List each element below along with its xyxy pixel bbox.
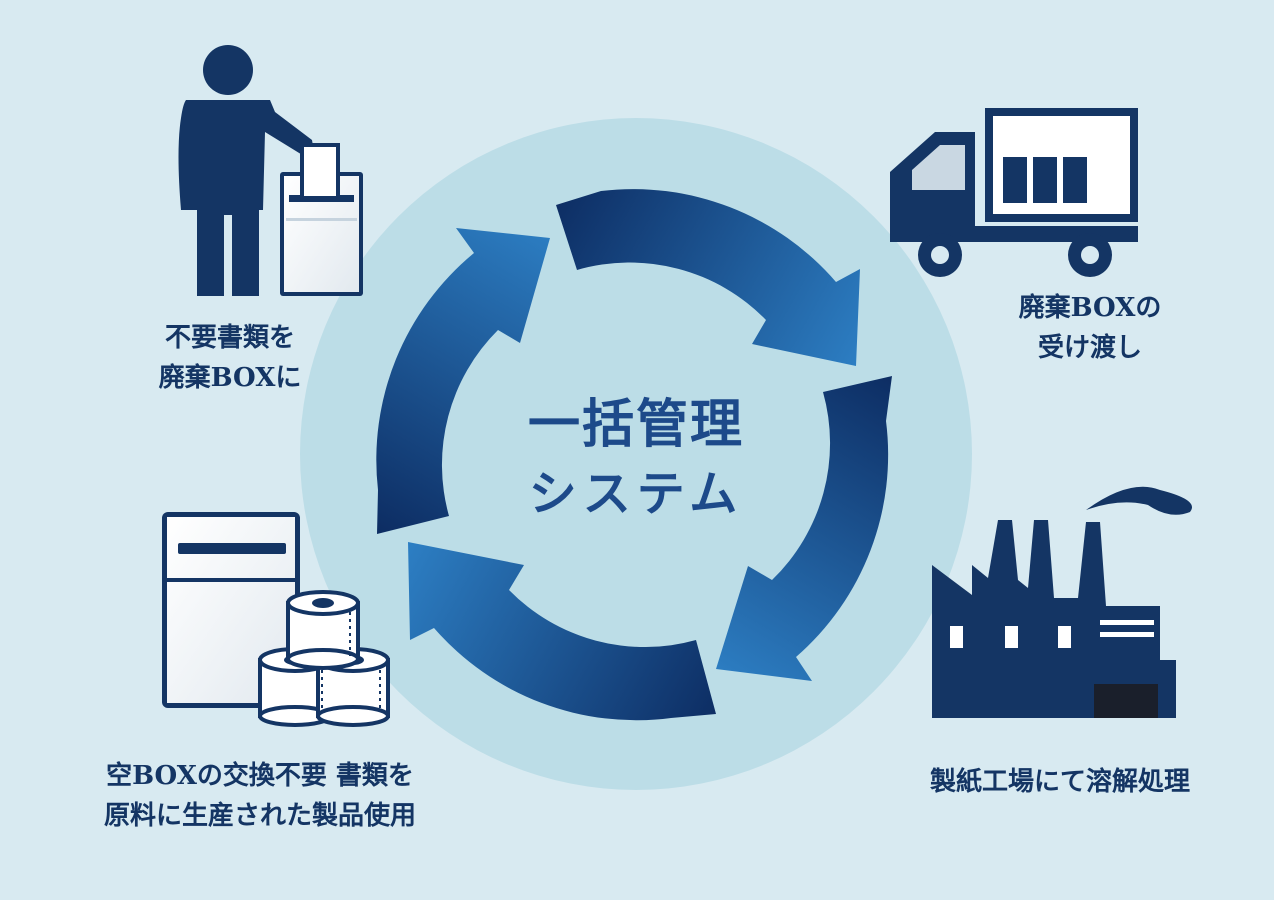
step-label-dispose: 不要書類を 廃棄BOXに (80, 318, 380, 399)
center-title-line2: システム (528, 466, 744, 522)
step-label-recycled-line1: 空BOXの交換不要 書類を (106, 761, 414, 791)
cycle-arrow-top-left (376, 228, 550, 534)
cycle-arrows (376, 189, 892, 721)
person-disposing-document-icon (178, 45, 363, 296)
center-title: 一括管理 システム (486, 388, 786, 526)
step-label-handover-line1: 廃棄BOXの (1018, 293, 1162, 323)
step-label-handover-line2: 受け渡し (1037, 333, 1142, 364)
center-title-line1: 一括管理 (527, 394, 744, 455)
cycle-arrow-bottom-left (408, 542, 716, 721)
step-label-factory: 製紙工場にて溶解処理 (870, 762, 1250, 802)
delivery-truck-icon (890, 108, 1138, 277)
step-label-recycled-line2: 原料に生産された製品使用 (103, 801, 416, 832)
step-label-recycled-products: 空BOXの交換不要 書類を 原料に生産された製品使用 (40, 756, 480, 837)
step-label-dispose-line2: 廃棄BOXに (158, 363, 302, 394)
box-and-toilet-paper-icon (162, 512, 390, 727)
cycle-arrow-top-right (556, 189, 860, 366)
step-label-dispose-line1: 不要書類を (164, 323, 295, 353)
step-label-handover: 廃棄BOXの 受け渡し (960, 288, 1220, 369)
step-label-factory-line1: 製紙工場にて溶解処理 (929, 767, 1190, 797)
cycle-arrow-bottom-right (716, 376, 892, 681)
factory-icon (932, 486, 1192, 718)
